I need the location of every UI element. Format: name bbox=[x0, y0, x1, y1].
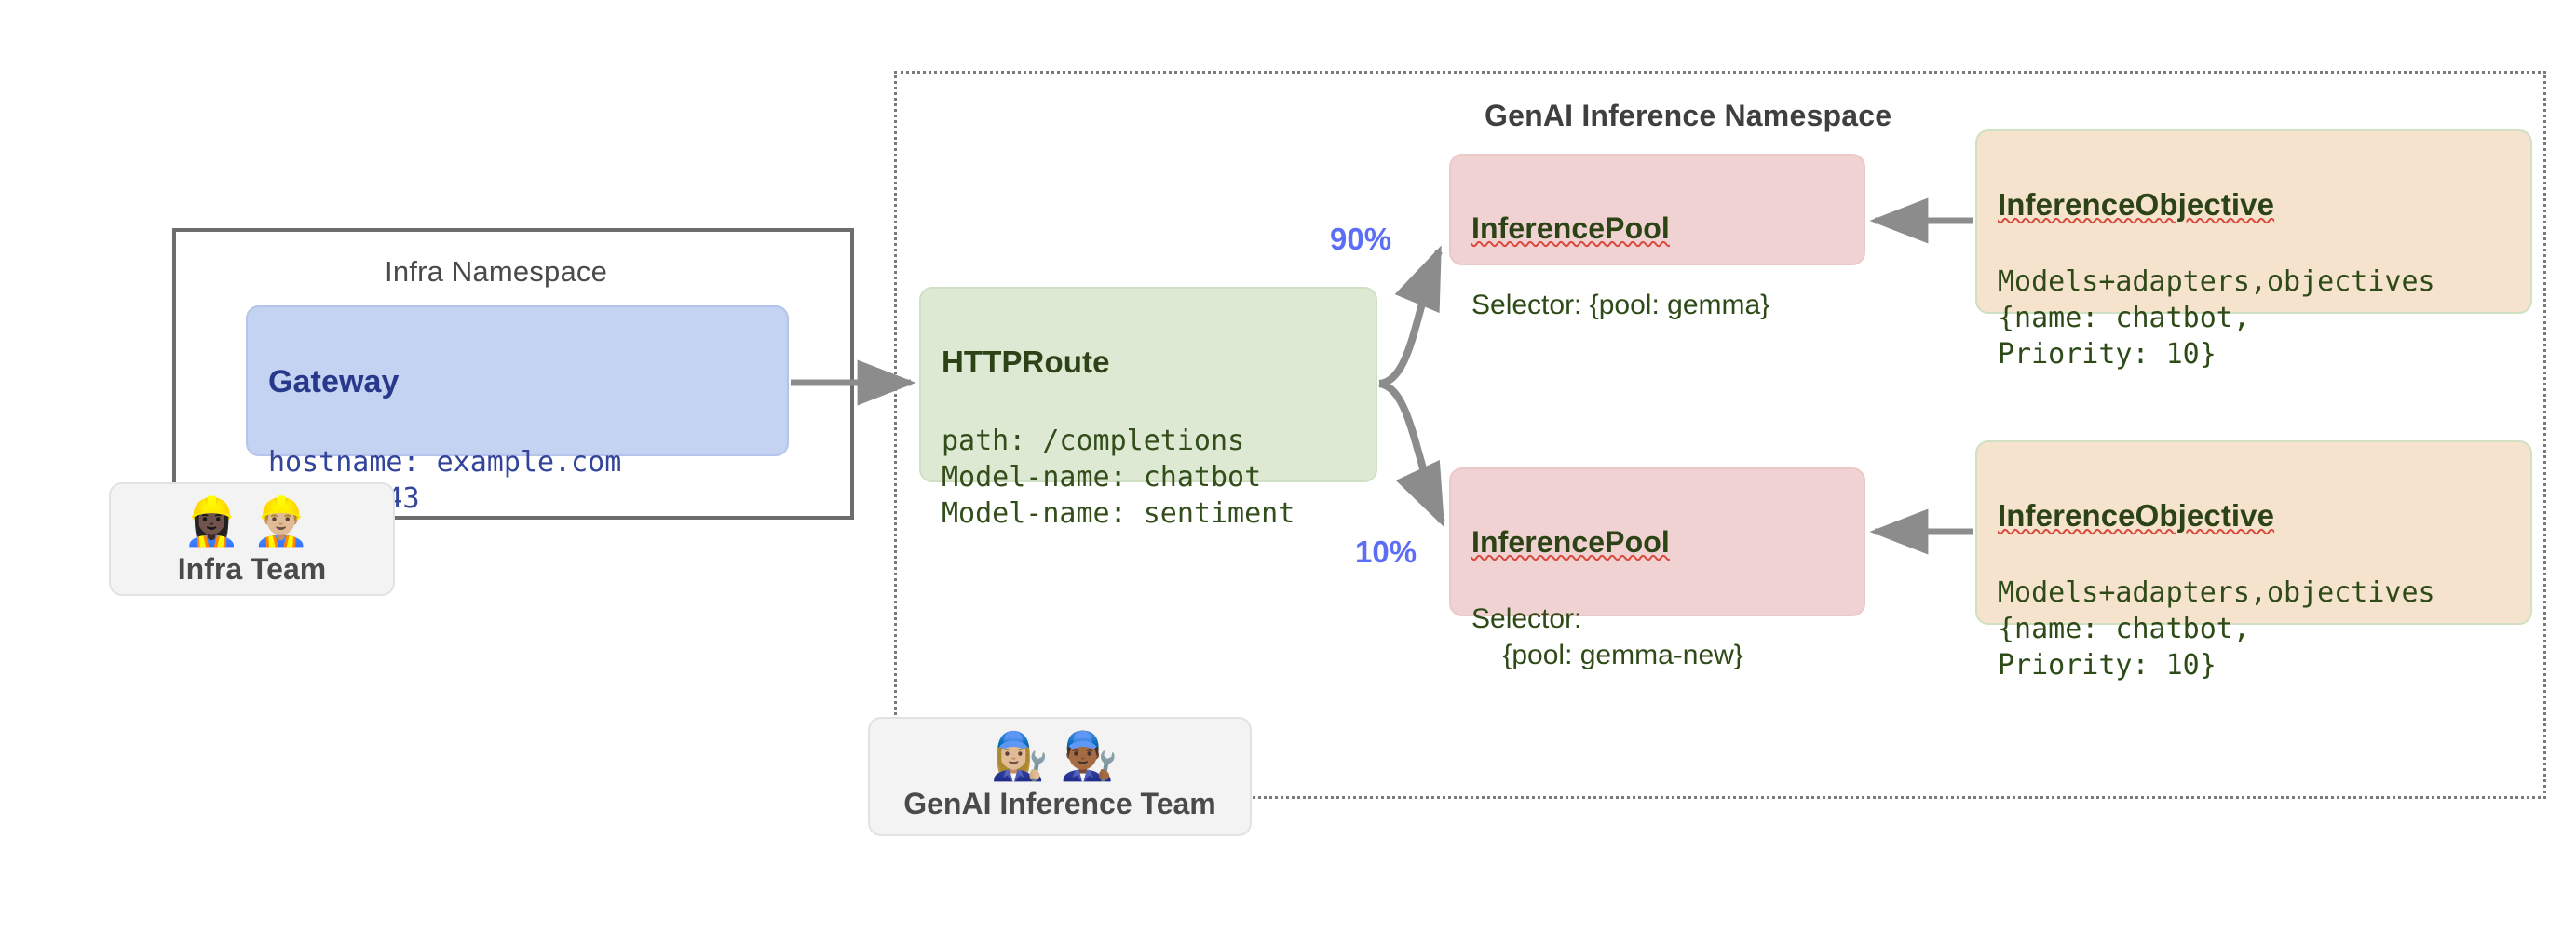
inferencepool-card-bottom-title: InferencePool bbox=[1471, 524, 1670, 559]
infra-team-label: Infra Team bbox=[177, 551, 327, 586]
inferencepool-card-top-title: InferencePool bbox=[1471, 210, 1670, 245]
inferenceobjective-card-top[interactable]: InferenceObjective Models+adapters,objec… bbox=[1975, 129, 2532, 371]
inferencepool-card-top-body: Selector: {pool: gemma} bbox=[1471, 289, 1770, 320]
traffic-split-label-90: 90% bbox=[1330, 222, 1392, 256]
genai-inference-team-badge[interactable]: 👩🏼‍🔧👨🏾‍🔧 GenAI Inference Team bbox=[868, 717, 1252, 836]
httproute-card[interactable]: HTTPRoute path: /completions Model-name:… bbox=[919, 287, 1377, 530]
inferenceobjective-card-bottom[interactable]: InferenceObjective Models+adapters,objec… bbox=[1975, 440, 2532, 682]
infra-namespace-container bbox=[172, 228, 854, 520]
inferenceobjective-card-top-body: Models+adapters,objectives {name: chatbo… bbox=[1998, 265, 2435, 372]
httproute-card-title: HTTPRoute bbox=[942, 344, 1110, 379]
genai-namespace-title: GenAI Inference Namespace bbox=[1485, 99, 1892, 132]
traffic-split-label-10: 10% bbox=[1355, 534, 1417, 569]
gateway-card[interactable]: Gateway hostname: example.com port: 443 bbox=[246, 305, 789, 515]
infra-team-badge[interactable]: 👷🏿‍♀️👷🏼‍♂️ Infra Team bbox=[109, 482, 395, 596]
gateway-card-title: Gateway bbox=[268, 363, 400, 399]
inferenceobjective-card-bottom-body: Models+adapters,objectives {name: chatbo… bbox=[1998, 576, 2435, 683]
mechanics-icon: 👩🏼‍🔧👨🏾‍🔧 bbox=[990, 729, 1130, 783]
infra-namespace-title: Infra Namespace bbox=[385, 255, 608, 288]
genai-namespace-container bbox=[894, 71, 2546, 799]
inferenceobjective-card-top-title: InferenceObjective bbox=[1998, 186, 2275, 222]
inferencepool-card-bottom[interactable]: InferencePool Selector: {pool: gemma-new… bbox=[1449, 467, 1865, 670]
httproute-card-body: path: /completions Model-name: chatbot M… bbox=[942, 425, 1295, 531]
inferencepool-card-top[interactable]: InferencePool Selector: {pool: gemma} bbox=[1449, 154, 1865, 320]
inferencepool-card-bottom-body: Selector: {pool: gemma-new} bbox=[1471, 602, 1743, 670]
construction-workers-icon: 👷🏿‍♀️👷🏼‍♂️ bbox=[183, 494, 321, 548]
genai-inference-team-label: GenAI Inference Team bbox=[903, 786, 1216, 820]
inferenceobjective-card-bottom-title: InferenceObjective bbox=[1998, 497, 2275, 533]
